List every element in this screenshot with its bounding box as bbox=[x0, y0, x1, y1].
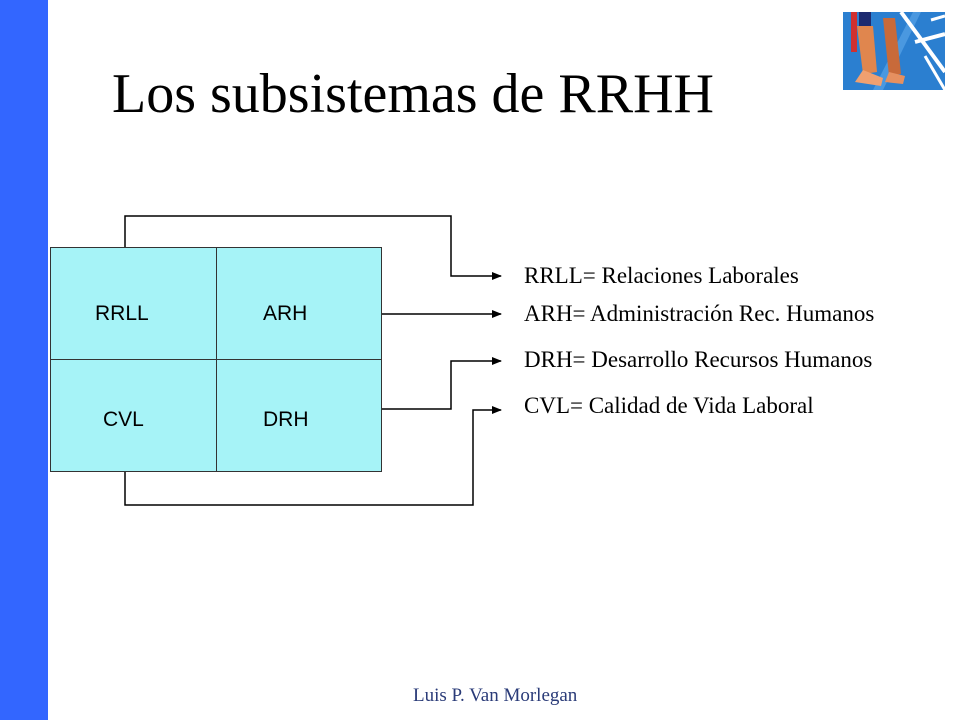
legend-item-rrll: RRLL= Relaciones Laborales bbox=[524, 263, 799, 288]
legend-item-drh: DRH= Desarrollo Recursos Humanos bbox=[524, 347, 873, 372]
athlete-starting-blocks-icon bbox=[843, 12, 945, 90]
legend-item-arh: ARH= Administración Rec. Humanos bbox=[524, 301, 875, 326]
cell-arh: ARH bbox=[263, 302, 308, 325]
subsystems-grid: RRLL ARH CVL DRH bbox=[50, 247, 382, 472]
arrow-drh bbox=[382, 357, 502, 410]
cell-cvl: CVL bbox=[103, 408, 144, 431]
author-footer: Luis P. Van Morlegan bbox=[413, 685, 578, 706]
left-accent-bar bbox=[0, 0, 48, 720]
slide-title: Los subsistemas de RRHH bbox=[112, 63, 714, 125]
cell-drh: DRH bbox=[263, 408, 309, 431]
legend-item-cvl: CVL= Calidad de Vida Laboral bbox=[524, 393, 814, 418]
grid-horizontal-divider bbox=[51, 359, 381, 360]
cell-rrll: RRLL bbox=[95, 302, 149, 325]
